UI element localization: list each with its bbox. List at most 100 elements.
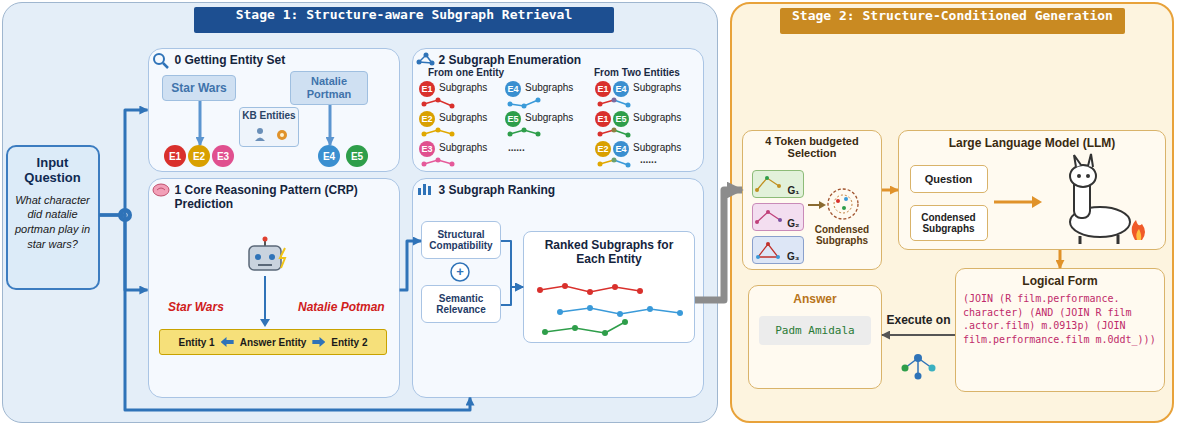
robot-arrow-part bbox=[260, 319, 270, 327]
ranked-sketches-part bbox=[605, 322, 625, 333]
step-box: 0 Getting Entity SetStar WarsNatalie Por… bbox=[148, 48, 400, 172]
subgraph-sketches-part bbox=[436, 158, 441, 163]
node-box: Question bbox=[910, 165, 988, 193]
connector bbox=[501, 241, 523, 287]
node-box: Logical Form(JOIN (R film.performance. c… bbox=[955, 268, 1165, 392]
node-text: Padm Amidala bbox=[759, 316, 871, 345]
robot-arrow bbox=[260, 276, 270, 327]
free-label: + bbox=[454, 264, 466, 279]
free-label: From Two Entities bbox=[594, 67, 680, 78]
subgraph-sketches-part bbox=[600, 100, 614, 104]
subgraph-sketches-part bbox=[614, 130, 628, 135]
subgraph-sketches-part bbox=[450, 162, 455, 167]
connector bbox=[882, 334, 955, 336]
node-box: G₂ bbox=[752, 203, 804, 231]
condensed-circle-part bbox=[828, 189, 858, 219]
kb-graph-icon-part bbox=[915, 373, 922, 380]
node-box: AnswerPadm Amidala bbox=[748, 285, 882, 389]
arrow-icon bbox=[312, 337, 325, 347]
g-sketches-part bbox=[757, 212, 780, 222]
robot-arrow-part bbox=[264, 276, 266, 320]
node-title: G₁ bbox=[788, 185, 800, 196]
node-box: E4Subgraphs bbox=[505, 81, 521, 97]
kb-graph-icon-part bbox=[917, 358, 919, 376]
robot-icon-part bbox=[258, 264, 272, 266]
free-label: Natalie Potman bbox=[298, 300, 385, 314]
ranked-sketches-part bbox=[637, 288, 643, 294]
g-sketches-part bbox=[778, 218, 782, 222]
ranked-sketches-part bbox=[557, 309, 563, 315]
node-title: Question bbox=[925, 173, 973, 185]
subgraph-sketches-part bbox=[612, 158, 617, 163]
entity-circle: E3 bbox=[212, 145, 234, 167]
node-box: 4 Token budgeted SelectionG₁ G₂ G₃ bbox=[742, 130, 882, 270]
llama-icon-part bbox=[1132, 220, 1145, 240]
subgraph-sketches-part bbox=[614, 160, 628, 165]
connector bbox=[199, 101, 202, 145]
kb-icons-part bbox=[280, 133, 284, 137]
step-box: 2 Subgraph EnumerationE1SubgraphsE4Subgr… bbox=[412, 48, 704, 172]
g-sketches-part bbox=[766, 242, 770, 246]
connector bbox=[1059, 250, 1062, 268]
node-box: G₃ bbox=[752, 236, 804, 264]
node-box: E5Subgraphs bbox=[613, 111, 629, 127]
ranked-sketches-part bbox=[540, 286, 640, 292]
magnifier-icon bbox=[154, 54, 168, 68]
node-title: Condensed Subgraphs bbox=[913, 212, 985, 234]
node-box: 1 Core Reasoning Pattern (CRP) Predictio… bbox=[148, 178, 400, 398]
g-sketches-part bbox=[757, 178, 779, 190]
node-text: Subgraphs bbox=[633, 142, 681, 153]
subgraph-sketches-part bbox=[422, 132, 427, 137]
chart-icon-part bbox=[428, 186, 431, 195]
entity-circle: E4 bbox=[318, 145, 340, 167]
kb-graph-icon-part bbox=[902, 365, 909, 372]
connector bbox=[329, 105, 332, 145]
g-sketches-part bbox=[755, 188, 759, 192]
gear-icon bbox=[118, 208, 132, 222]
subgraph-sketches-part bbox=[598, 102, 603, 107]
ranked-sketches-part bbox=[562, 283, 568, 289]
kb-graph-icon-part bbox=[905, 358, 918, 368]
stage-panel: Stage 1: Structure-aware Subgraph Retrie… bbox=[2, 2, 718, 423]
arrow-icon bbox=[221, 337, 234, 347]
node-title: Structural Compatibility bbox=[424, 229, 498, 251]
ranked-sketches-part bbox=[647, 306, 653, 312]
subgraph-sketches-part bbox=[612, 98, 617, 103]
g-sketches-part bbox=[765, 176, 769, 180]
node-box: G₁ bbox=[752, 170, 804, 198]
ranked-sketches-part bbox=[602, 330, 608, 336]
node-text: What character did natalie portman play … bbox=[13, 193, 93, 252]
subgraph-sketches-part bbox=[422, 102, 427, 107]
node-box: E1 bbox=[595, 111, 611, 127]
node-title: Semantic Relevance bbox=[424, 293, 498, 315]
node-text: Subgraphs bbox=[633, 112, 681, 123]
node-title: 4 Token budgeted Selection bbox=[749, 135, 875, 159]
ranked-sketches-part bbox=[572, 325, 578, 331]
connector bbox=[100, 215, 148, 290]
llama-icon-part bbox=[1077, 174, 1081, 178]
entity-circle: E5 bbox=[346, 145, 368, 167]
free-label: ...... bbox=[640, 154, 657, 165]
node-box: Semantic Relevance bbox=[421, 285, 501, 323]
llama-icon-part bbox=[1136, 229, 1141, 240]
connector bbox=[501, 287, 523, 305]
node-title: Ranked Subgraphs for Each Entity bbox=[530, 238, 688, 266]
subgraph-sketches-part bbox=[598, 132, 603, 137]
ranked-sketches-part bbox=[622, 319, 628, 325]
node-title: E4 bbox=[615, 144, 626, 154]
g-sketches-part bbox=[755, 220, 759, 224]
g-sketches-part bbox=[758, 244, 778, 257]
llm-arrow-part bbox=[1032, 196, 1042, 208]
node-text: Subgraphs bbox=[439, 142, 487, 153]
node-title: Input Question bbox=[13, 155, 93, 185]
g-sketches-part bbox=[777, 184, 781, 188]
llama-icon-part bbox=[1074, 155, 1081, 167]
input-box: Input QuestionWhat character did natalie… bbox=[6, 145, 100, 290]
free-label: ...... bbox=[508, 142, 525, 153]
node-title: E1 bbox=[169, 151, 181, 162]
subgraph-sketches-part bbox=[422, 162, 427, 167]
node-title: E2 bbox=[421, 114, 432, 124]
condensed-circle-part bbox=[836, 199, 840, 203]
